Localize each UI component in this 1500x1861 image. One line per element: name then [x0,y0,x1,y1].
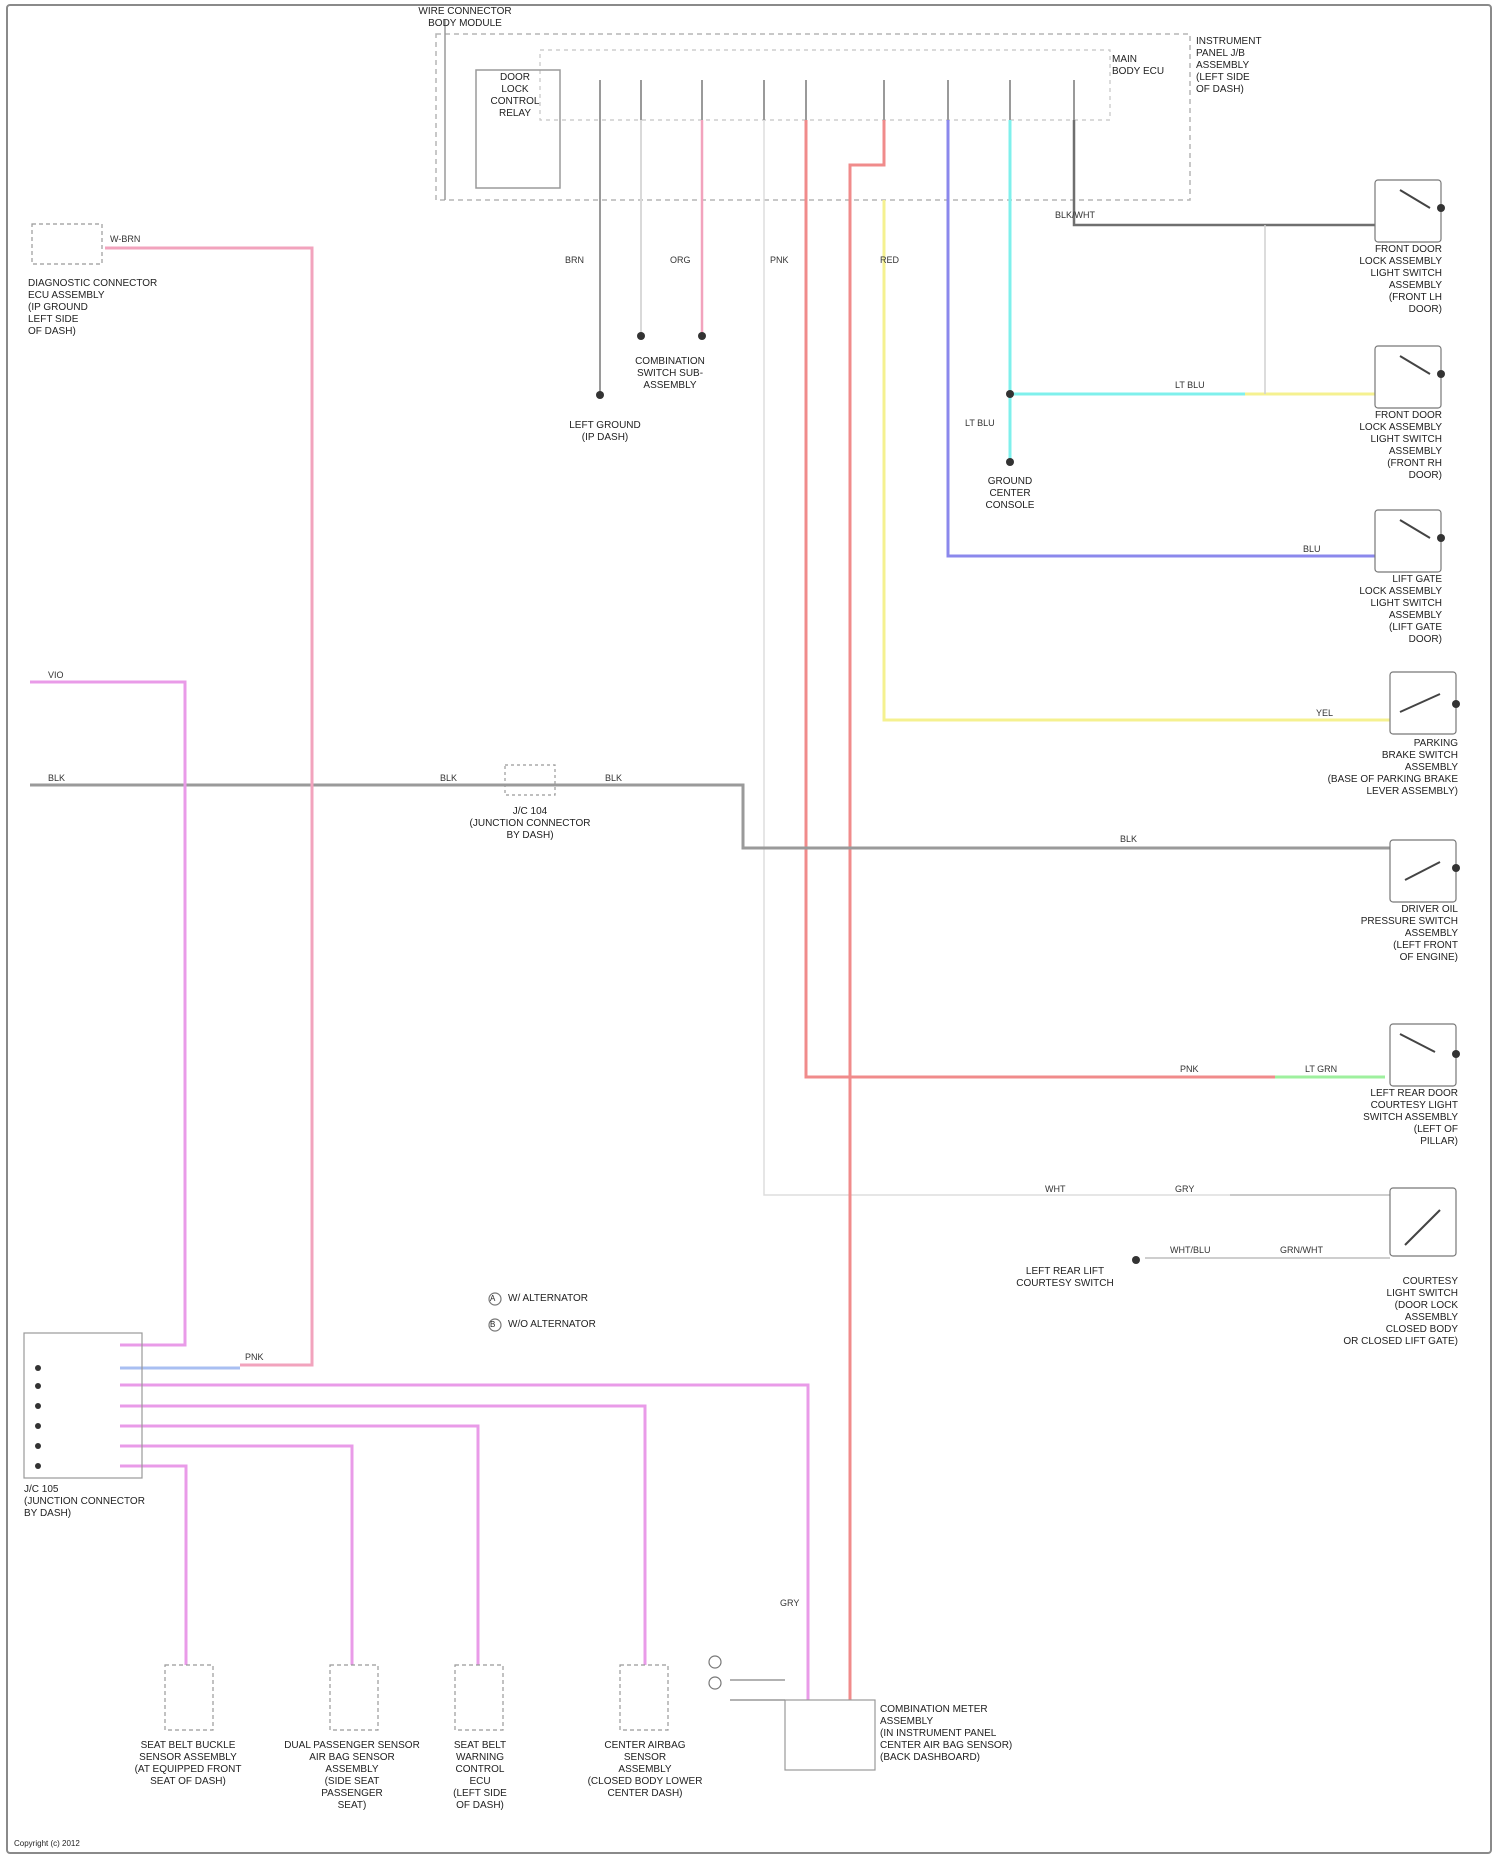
wire-label-pnk-top: PNK [770,255,789,265]
wire-label-blk-j1: BLK [440,773,457,783]
diagnostic-left-label: DIAGNOSTIC CONNECTOR ECU ASSEMBLY (IP GR… [28,278,178,338]
bottom-component-2-label: DUAL PASSENGER SENSOR AIR BAG SENSOR ASS… [282,1740,422,1812]
wire-label-blk-wht: BLK/WHT [1055,210,1095,220]
wire-label-lt-grn: LT GRN [1305,1064,1337,1074]
joint-connector-pins [35,1365,41,1469]
ground-left-label: LEFT GROUND (IP DASH) [555,420,655,444]
combination-label: COMBINATION SWITCH SUB- ASSEMBLY [620,356,720,392]
lift-gate-latch-label: LEFT REAR LIFT COURTESY SWITCH [1000,1266,1130,1290]
wire-label-brn: BRN [565,255,584,265]
ground-center-label: GROUND CENTER CONSOLE [965,476,1055,512]
instrument-panel-label: INSTRUMENT PANEL J/B ASSEMBLY (LEFT SIDE… [1196,36,1306,96]
joint-connector-label: J/C 104 (JUNCTION CONNECTOR BY DASH) [465,806,595,842]
body-module-label: WIRE CONNECTOR BODY MODULE [405,6,525,30]
front-door-rh-label: FRONT DOOR LOCK ASSEMBLY LIGHT SWITCH AS… [1300,410,1442,482]
wire-label-gry-bottom: GRY [780,1598,799,1608]
bottom-component-4-label: CENTER AIRBAG SENSOR ASSEMBLY (CLOSED BO… [565,1740,725,1800]
bottom-component-3-label: SEAT BELT WARNING CONTROL ECU (LEFT SIDE… [430,1740,530,1812]
wire-label-blk-j2: BLK [605,773,622,783]
relay-label: DOOR LOCK CONTROL RELAY [480,72,550,120]
wire-darkgray-top [1074,120,1375,225]
legend-label-1: W/ ALTERNATOR [508,1293,588,1305]
wire-label-vio: VIO [48,670,64,680]
wire-label-red: RED [880,255,899,265]
top-pins [600,80,1074,120]
wire-label-pnk-bottom: PNK [245,1352,264,1362]
splice-dots [596,332,1140,1264]
oil-pressure-label: DRIVER OIL PRESSURE SWITCH ASSEMBLY (LEF… [1300,904,1458,964]
body-module-connector [32,224,102,264]
wire-blk-main [30,785,1390,848]
wire-label-yel: YEL [1316,708,1333,718]
legend-label-2: W/O ALTERNATOR [508,1319,596,1331]
main-body-ecu-box [540,50,1110,120]
wire-label-grn-wht: GRN/WHT [1280,1245,1323,1255]
wire-label-lt-blu2: LT BLU [965,418,995,428]
legend-symbol-a: A [490,1293,495,1305]
bottom-component-1-label: SEAT BELT BUCKLE SENSOR ASSEMBLY (AT EQU… [108,1740,268,1788]
front-door-lh-label: FRONT DOOR LOCK ASSEMBLY LIGHT SWITCH AS… [1300,244,1442,316]
magenta-fan [120,1385,808,1700]
rear-door-label: LIFT GATE LOCK ASSEMBLY LIGHT SWITCH ASS… [1300,574,1442,646]
bottom-components [165,1665,668,1730]
copyright-footer: Copyright (c) 2012 [14,1838,80,1850]
legend-symbol-b: B [490,1319,495,1331]
wire-label-gry: GRY [1175,1184,1194,1194]
wire-red-bottom [850,120,884,1700]
wire-label-blu: BLU [1303,544,1321,554]
wire-label-lt-blu: LT BLU [1175,380,1205,390]
wire-label-blk-right: BLK [1120,834,1137,844]
bottom-component-5-label: COMBINATION METER ASSEMBLY (IN INSTRUMEN… [880,1704,1080,1764]
wire-label-pnk-mid: PNK [1180,1064,1199,1074]
switch-levers [1400,190,1440,1245]
parking-brake-label: PARKING BRAKE SWITCH ASSEMBLY (BASE OF P… [1290,738,1458,798]
wire-label-org: ORG [670,255,691,265]
jc-center [505,765,555,795]
wire-label-wht-blu: WHT/BLU [1170,1245,1211,1255]
legend-symbols [489,1293,721,1689]
joint-connector2-label: J/C 105 (JUNCTION CONNECTOR BY DASH) [24,1484,154,1520]
lift-gate-label: LEFT REAR DOOR COURTESY LIGHT SWITCH ASS… [1300,1088,1458,1148]
wire-label-wht: WHT [1045,1184,1066,1194]
wire-pink-body [105,248,312,1365]
combination-meter-box [785,1700,875,1770]
wire-label-body-conn: W-BRN [110,234,140,244]
main-body-ecu-label: MAIN BODY ECU [1112,54,1192,78]
wire-thin-gray-top [764,120,1350,1195]
courtesy-label: COURTESY LIGHT SWITCH (DOOR LOCK ASSEMBL… [1280,1276,1458,1348]
wire-label-blk-left: BLK [48,773,65,783]
wire-red-long [806,120,1275,1077]
